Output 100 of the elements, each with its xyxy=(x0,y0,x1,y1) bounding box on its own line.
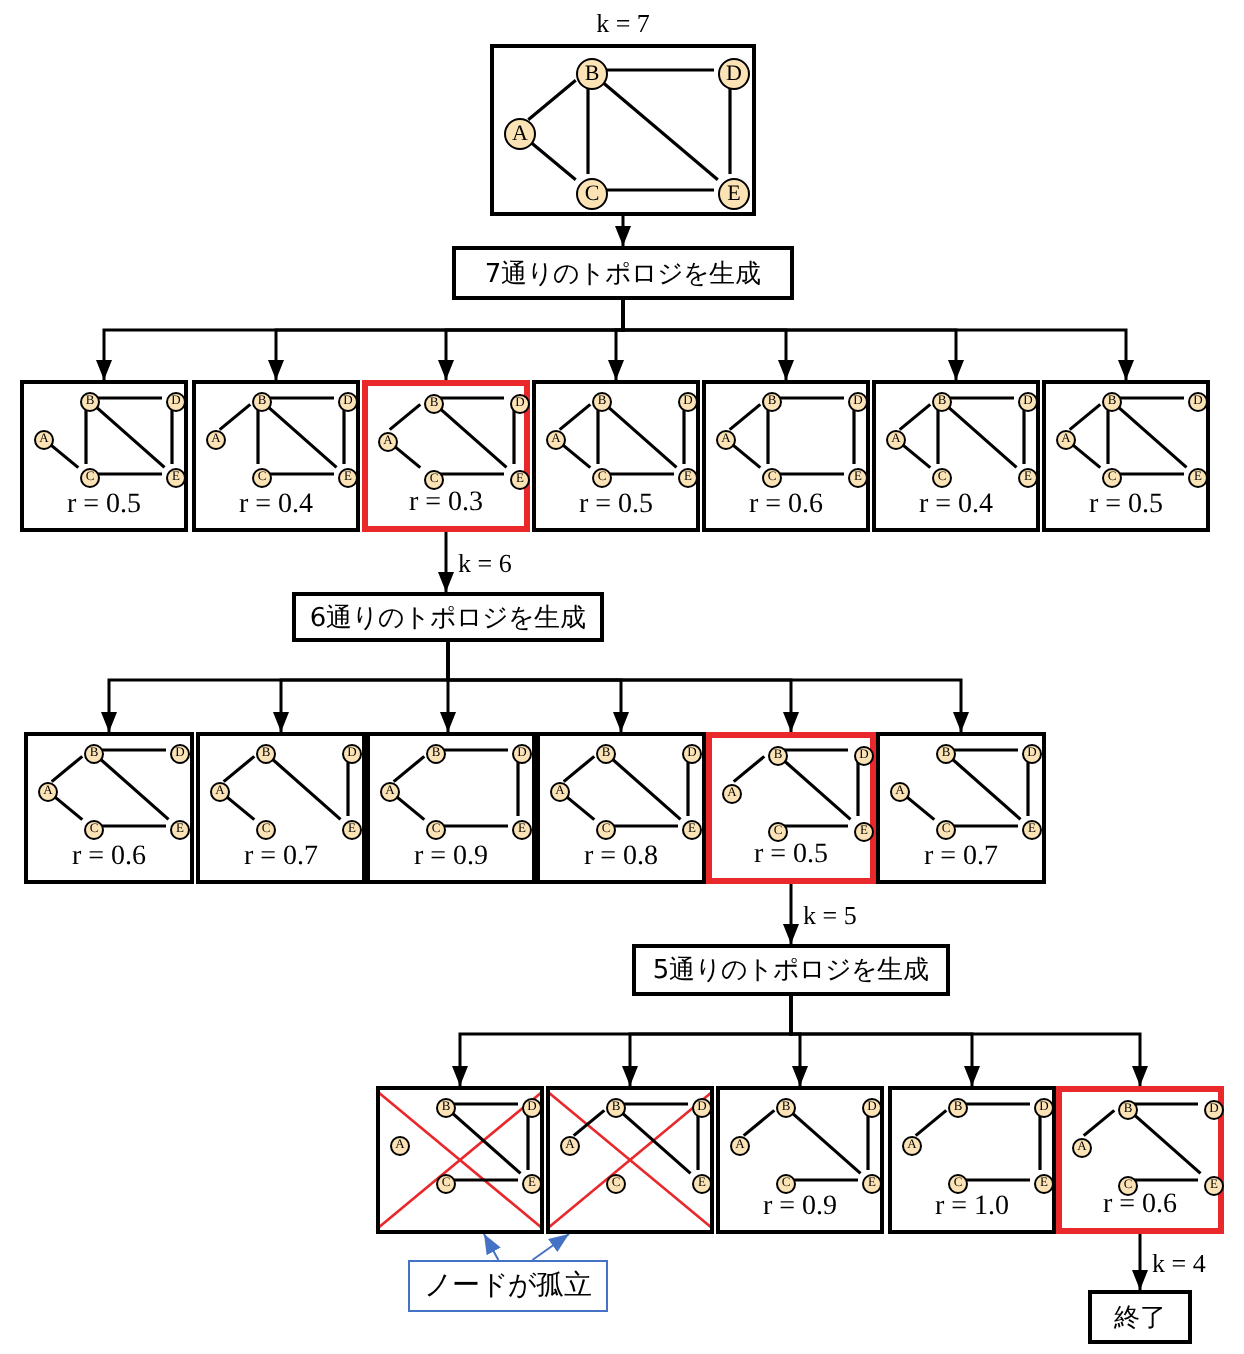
graph-edge xyxy=(558,403,592,431)
graph-edge xyxy=(100,748,166,752)
graph-edge xyxy=(778,396,844,400)
graph-edge xyxy=(1106,408,1110,464)
graph-edge xyxy=(608,755,682,821)
graph-edge xyxy=(527,139,577,181)
graph-edge xyxy=(788,1109,862,1175)
ratio-label: r = 0.4 xyxy=(916,490,996,522)
graph-box xyxy=(24,732,194,884)
graph-edge xyxy=(599,79,719,181)
graph-edge xyxy=(392,755,426,783)
graph-edge xyxy=(952,748,1018,752)
graph-edge xyxy=(388,403,422,431)
graph-edge xyxy=(438,472,504,476)
graph-edge xyxy=(766,408,770,464)
graph-edge xyxy=(778,472,844,476)
process-box: 終了 xyxy=(1088,1290,1192,1344)
graph-edge xyxy=(866,1114,870,1170)
graph-box xyxy=(20,380,188,532)
graph-edge xyxy=(268,755,342,821)
graph-edge xyxy=(222,755,256,783)
graph-edge xyxy=(604,403,678,469)
graph-edge xyxy=(1132,1178,1198,1182)
vertex-circle: B xyxy=(576,58,608,90)
graph-edge xyxy=(527,79,577,121)
graph-box xyxy=(196,732,366,884)
graph-edge xyxy=(856,760,860,816)
graph-box xyxy=(366,732,536,884)
arrow xyxy=(1132,1234,1148,1290)
ratio-label: r = 0.6 xyxy=(69,842,149,874)
graph-edge xyxy=(948,396,1014,400)
arrow xyxy=(446,642,969,732)
graph-edge xyxy=(612,824,678,828)
graph-edge xyxy=(696,1114,700,1170)
graph-edge xyxy=(898,441,932,469)
ratio-label: r = 1.0 xyxy=(932,1192,1012,1224)
vertex-circle: A xyxy=(504,118,536,150)
graph-edge xyxy=(1038,1114,1042,1170)
graph-edge xyxy=(268,472,334,476)
graph-edge xyxy=(782,824,848,828)
graph-box xyxy=(362,380,530,532)
graph-edge xyxy=(264,403,338,469)
ratio-label: r = 0.6 xyxy=(746,490,826,522)
graph-box xyxy=(1042,380,1210,532)
graph-edge xyxy=(346,760,350,816)
callout-box: ノードが孤立 xyxy=(408,1260,608,1312)
graph-box xyxy=(532,380,700,532)
arrow xyxy=(438,532,454,592)
process-box: 7通りのトポロジを生成 xyxy=(452,246,794,300)
ratio-label: r = 0.5 xyxy=(751,840,831,872)
pointer-arrow xyxy=(531,1233,570,1261)
graph-box xyxy=(702,380,870,532)
ratio-label: r = 0.9 xyxy=(760,1192,840,1224)
edge-label: k = 6 xyxy=(458,548,512,578)
ratio-label: r = 0.3 xyxy=(406,488,486,520)
graph-edge xyxy=(682,408,686,464)
graph-edge xyxy=(686,760,690,816)
graph-edge xyxy=(782,748,848,752)
process-box: 5通りのトポロジを生成 xyxy=(632,944,950,996)
vertex-circle: E xyxy=(718,178,750,210)
process-box: 6通りのトポロジを生成 xyxy=(292,592,604,642)
graph-edge xyxy=(618,1109,692,1175)
graph-edge xyxy=(448,1109,522,1175)
graph-edge xyxy=(1118,472,1184,476)
arrow xyxy=(789,996,1148,1086)
graph-edge xyxy=(732,755,766,783)
graph-edge xyxy=(742,1109,776,1137)
graph-edge xyxy=(1022,408,1026,464)
graph-edge xyxy=(1068,403,1102,431)
graph-edge xyxy=(256,408,260,464)
graph-edge xyxy=(902,793,936,821)
arrow xyxy=(615,216,631,246)
graph-edge xyxy=(170,408,174,464)
graph-edge xyxy=(218,403,252,431)
arrow xyxy=(783,884,799,944)
graph-edge xyxy=(562,755,596,783)
graph-edge xyxy=(96,472,162,476)
graph-edge xyxy=(852,408,856,464)
graph-edge xyxy=(608,472,674,476)
graph-edge xyxy=(792,1178,858,1182)
ratio-label: r = 0.5 xyxy=(64,490,144,522)
graph-edge xyxy=(50,793,84,821)
edge-count-label: k = 7 xyxy=(594,8,652,40)
graph-edge xyxy=(558,441,592,469)
graph-edge xyxy=(728,86,732,174)
graph-edge xyxy=(516,760,520,816)
arrow xyxy=(621,300,1134,380)
graph-edge xyxy=(572,1109,606,1137)
graph-edge xyxy=(452,1178,518,1182)
graph-edge xyxy=(898,403,932,431)
graph-edge xyxy=(392,793,426,821)
graph-edge xyxy=(50,755,84,783)
graph-edge xyxy=(964,1178,1030,1182)
ratio-label: r = 0.5 xyxy=(1086,490,1166,522)
graph-edge xyxy=(604,68,714,72)
graph-edge xyxy=(964,1102,1030,1106)
pointer-arrow xyxy=(483,1233,501,1261)
graph-box xyxy=(888,1086,1056,1234)
graph-edge xyxy=(586,86,590,174)
graph-edge xyxy=(442,748,508,752)
